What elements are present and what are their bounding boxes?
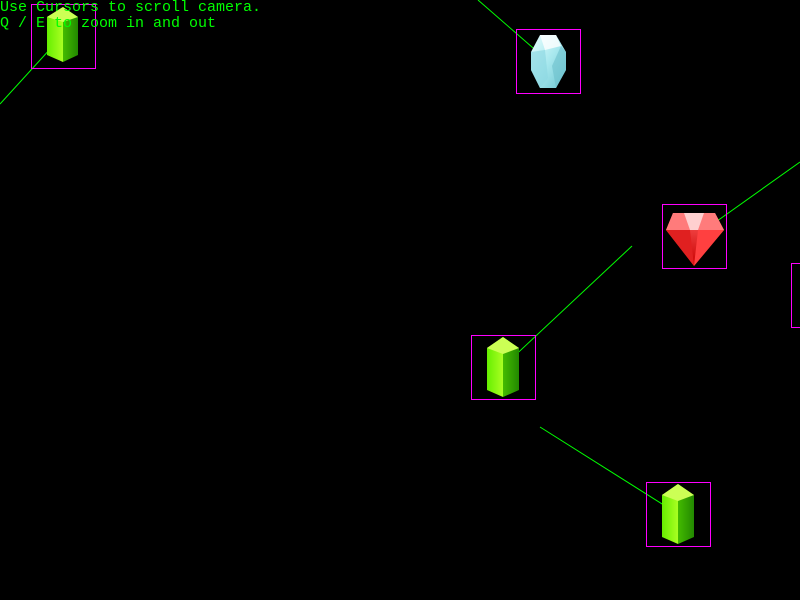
help-text-scroll: Use Cursors to scroll camera. [0,0,262,16]
offscreen-object-sprite[interactable] [791,263,800,328]
green-crystal-sprite[interactable] [471,335,536,400]
ruby-icon [666,213,724,266]
green-crystal-sprite[interactable] [646,482,711,547]
green-crystal-icon [47,7,78,62]
diamond-icon [531,35,566,88]
selection-box [791,263,800,328]
green-crystal-sprite[interactable] [31,4,96,69]
diamond-sprite[interactable] [516,29,581,94]
selection-box [516,29,581,94]
selection-box [662,204,727,269]
selection-box [646,482,711,547]
green-crystal-icon [662,484,694,544]
velocity-line [507,245,633,363]
selection-box [31,4,96,69]
green-crystal-icon [487,337,519,397]
help-text-zoom: Q / E to zoom in and out [0,15,217,32]
velocity-line [539,426,679,515]
selection-box [471,335,536,400]
ruby-sprite[interactable] [662,204,727,269]
